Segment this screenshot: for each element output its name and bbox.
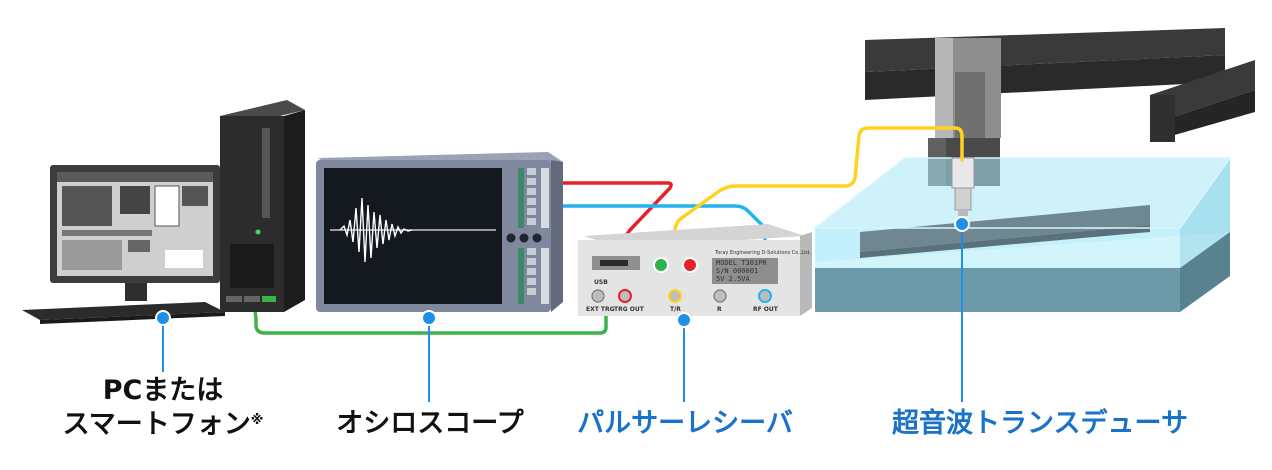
port-label-rf-out: RF OUT [753,306,779,313]
waveform [339,197,413,263]
label-pc-line1: PCまたは [102,375,224,406]
ultrasonic-transducer [951,157,975,216]
model-line: MODEL T301PR [716,259,767,267]
power-led-green [653,257,669,273]
bnc-ports [591,289,772,303]
oscilloscope [316,152,563,312]
power-led-red [682,257,698,273]
label-pc-line2: スマートフォン [62,409,251,440]
label-transducer: 超音波トランスデューサ [892,408,1188,439]
maker-text: Toray Engineering D-Solutions Co.,Ltd. [714,250,811,256]
label-oscilloscope: オシロスコープ [336,408,524,439]
label-pc-line2-wrap: スマートフォン※ [58,408,268,442]
marker-pulser [676,312,692,328]
port-label-tr: T/R [670,306,681,313]
pc-tower [220,100,305,312]
pulser-receiver: MODEL T301PR S/N 000001 5V 2.5VA Toray E… [578,224,812,316]
callouts [155,216,970,402]
power-line: 5V 2.5VA [716,275,751,283]
pc-monitor [22,165,225,324]
marker-pc [155,310,171,326]
port-label-ext-trg: EXT TRG [586,306,615,313]
port-label-r: R [717,306,722,313]
marker-oscilloscope [421,310,437,326]
port-label-trg-out: TRG OUT [614,306,645,313]
usb-label: USB [594,279,608,286]
yellow-cable [673,126,964,297]
marker-transducer [954,216,970,232]
sn-line: S/N 000001 [716,267,758,275]
label-pulser-receiver: パルサーレシーバ [577,408,793,439]
cyan-cable [561,204,767,297]
water-tank [812,157,1232,312]
label-pc: PCまたは スマートフォン※ [58,374,268,442]
scope-buttons [506,168,549,304]
label-pc-note: ※ [250,413,264,428]
